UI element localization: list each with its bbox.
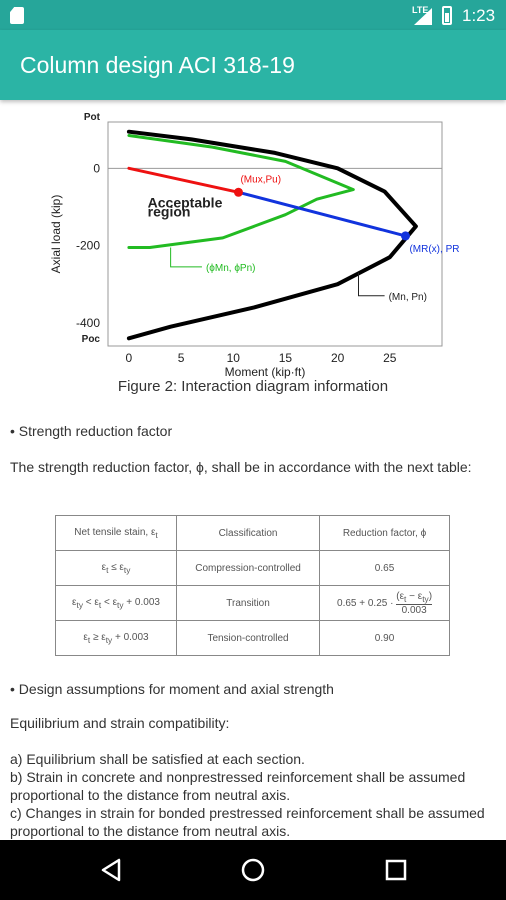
section-heading-strength: • Strength reduction factor bbox=[10, 423, 173, 439]
annotation-phi-mn: (ϕMn, ϕPn) bbox=[206, 263, 256, 274]
clock: 1:23 bbox=[462, 6, 496, 25]
table-cell: εt ≥ εty + 0.003 bbox=[55, 620, 177, 656]
annotation-region: region bbox=[148, 204, 191, 220]
annotation-mux-pu: (Mux,Pu) bbox=[240, 174, 281, 185]
series-line bbox=[127, 134, 355, 249]
table-cell: Compression-controlled bbox=[175, 550, 321, 586]
annotation-pot: Pot bbox=[84, 112, 101, 123]
annotation-mr-pr: (MR(x), PR(x)) bbox=[409, 244, 460, 255]
table-cell: εty < εt < εty + 0.003 bbox=[55, 585, 177, 621]
signal-icon bbox=[414, 8, 432, 25]
battery-icon bbox=[442, 6, 452, 25]
strength-text: The strength reduction factor, ϕ, shall … bbox=[10, 459, 472, 475]
y-axis-label: Axial load (kip) bbox=[49, 195, 63, 274]
lte-label: LTE bbox=[412, 5, 429, 15]
reduction-factor-table: Net tensile stain, εt Classification Red… bbox=[55, 515, 450, 656]
table-header-cell: Reduction factor, ϕ bbox=[319, 515, 450, 551]
table-cell: Tension-controlled bbox=[175, 620, 321, 656]
x-tick-label: 0 bbox=[126, 351, 133, 365]
table-row: εty < εt < εty + 0.003 Transition 0.65 +… bbox=[55, 585, 450, 621]
x-tick-label: 10 bbox=[227, 351, 241, 365]
y-tick-label: -400 bbox=[76, 316, 100, 330]
sd-card-icon bbox=[10, 7, 24, 24]
table-header-row: Net tensile stain, εt Classification Red… bbox=[55, 515, 450, 551]
page-title: Column design ACI 318-19 bbox=[20, 52, 295, 78]
data-point bbox=[233, 187, 243, 197]
navigation-bar bbox=[0, 840, 506, 900]
table-row: εt ≥ εty + 0.003 Tension-controlled 0.90 bbox=[55, 620, 450, 656]
table-cell: εt ≤ εty bbox=[55, 550, 177, 586]
table-header-cell: Net tensile stain, εt bbox=[55, 515, 177, 551]
table-row: εt ≤ εty Compression-controlled 0.65 bbox=[55, 550, 450, 586]
y-tick-label: -200 bbox=[76, 239, 100, 253]
mn-leader-line bbox=[358, 272, 385, 297]
recents-button-icon[interactable] bbox=[381, 855, 411, 885]
figure-caption: Figure 2: Interaction diagram informatio… bbox=[117, 378, 389, 395]
plot-frame bbox=[107, 121, 443, 347]
table-cell: 0.65 + 0.25 · (εt − εty)0.003 bbox=[319, 585, 450, 621]
list-item: c) Changes in strain for bonded prestres… bbox=[10, 805, 485, 839]
data-point bbox=[400, 231, 410, 241]
list-item: b) Strain in concrete and nonprestressed… bbox=[10, 769, 466, 803]
status-bar: LTE 1:23 bbox=[0, 0, 506, 30]
x-tick-label: 25 bbox=[383, 351, 397, 365]
series-line bbox=[126, 129, 418, 341]
y-tick-label: 0 bbox=[93, 161, 100, 175]
app-bar: Column design ACI 318-19 bbox=[0, 30, 506, 100]
table-cell: 0.65 bbox=[319, 550, 450, 586]
series-line bbox=[127, 166, 240, 194]
annotation-poc: Poc bbox=[82, 334, 101, 345]
x-tick-label: 15 bbox=[279, 351, 293, 365]
table-header-cell: Classification bbox=[175, 515, 321, 551]
x-tick-label: 5 bbox=[178, 351, 185, 365]
x-tick-label: 20 bbox=[331, 351, 345, 365]
annotation-acceptable: Acceptable bbox=[148, 195, 223, 211]
series-line bbox=[237, 190, 407, 238]
home-button-icon[interactable] bbox=[238, 855, 268, 885]
equilibrium-heading: Equilibrium and strain compatibility: bbox=[10, 715, 230, 731]
x-axis-label: Moment (kip·ft) bbox=[225, 365, 306, 379]
phi-leader-line bbox=[170, 247, 202, 268]
annotation-mn-pn: (Mn, Pn) bbox=[389, 292, 427, 303]
section-heading-design: • Design assumptions for moment and axia… bbox=[10, 681, 334, 697]
back-button-icon[interactable] bbox=[97, 855, 127, 885]
table-cell: 0.90 bbox=[319, 620, 450, 656]
list-item: a) Equilibrium shall be satisfied at eac… bbox=[10, 751, 305, 767]
table-cell: Transition bbox=[175, 585, 321, 621]
